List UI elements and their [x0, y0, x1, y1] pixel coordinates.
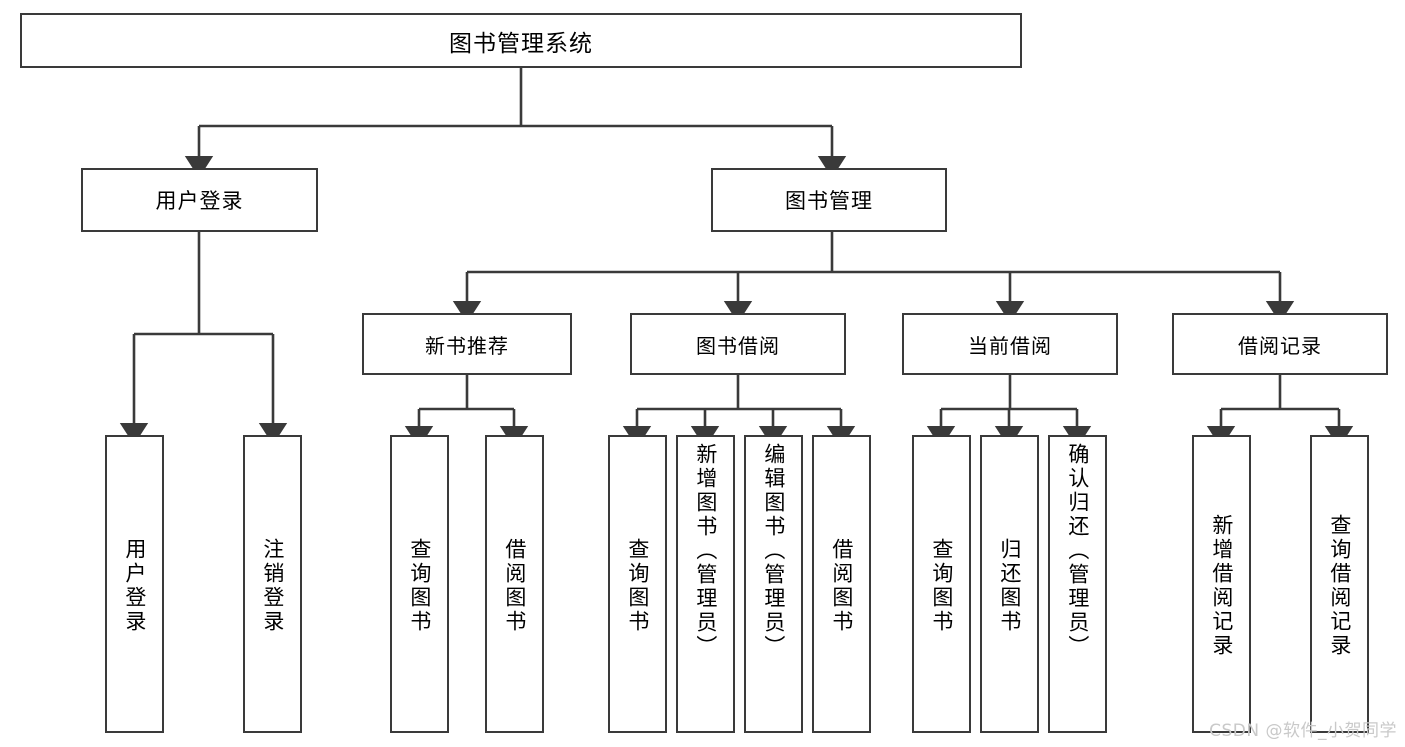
node-new-book-recommend[interactable]: 新书推荐	[362, 313, 572, 375]
node-borrow-record-label: 借阅记录	[1238, 333, 1322, 358]
leaf-user-login-logout[interactable]: 注销登录	[243, 435, 302, 733]
node-book-manage-label: 图书管理	[785, 189, 873, 213]
node-borrow-record[interactable]: 借阅记录	[1172, 313, 1388, 375]
leaf-label: 查询图书	[929, 538, 954, 634]
leaf-label: 确认归还（管理员）	[1065, 443, 1090, 659]
leaf-label: 查询借阅记录	[1327, 514, 1352, 658]
leaf-label: 新增图书（管理员）	[693, 443, 718, 659]
node-root-label: 图书管理系统	[449, 30, 593, 57]
node-current-borrow-label: 当前借阅	[968, 333, 1052, 358]
node-book-borrow[interactable]: 图书借阅	[630, 313, 846, 375]
leaf-label: 查询图书	[407, 538, 432, 634]
node-book-manage[interactable]: 图书管理	[711, 168, 947, 232]
leaf-current-query-book[interactable]: 查询图书	[912, 435, 971, 733]
node-book-borrow-label: 图书借阅	[696, 333, 780, 358]
leaf-current-confirm-return-admin[interactable]: 确认归还（管理员）	[1048, 435, 1107, 733]
leaf-user-login-login[interactable]: 用户登录	[105, 435, 164, 733]
node-user-login[interactable]: 用户登录	[81, 168, 318, 232]
leaf-label: 查询图书	[625, 538, 650, 634]
leaf-label: 归还图书	[997, 538, 1022, 634]
leaf-borrow-query-book[interactable]: 查询图书	[608, 435, 667, 733]
leaf-label: 用户登录	[122, 538, 147, 634]
leaf-current-return-book[interactable]: 归还图书	[980, 435, 1039, 733]
leaf-label: 编辑图书（管理员）	[761, 443, 786, 659]
leaf-label: 借阅图书	[502, 538, 527, 634]
leaf-label: 借阅图书	[829, 538, 854, 634]
leaf-label: 注销登录	[260, 538, 285, 634]
leaf-borrow-add-book-admin[interactable]: 新增图书（管理员）	[676, 435, 735, 733]
leaf-label: 新增借阅记录	[1209, 514, 1234, 658]
leaf-borrow-borrow-book[interactable]: 借阅图书	[812, 435, 871, 733]
leaf-record-query-record[interactable]: 查询借阅记录	[1310, 435, 1369, 733]
node-current-borrow[interactable]: 当前借阅	[902, 313, 1118, 375]
leaf-record-add-record[interactable]: 新增借阅记录	[1192, 435, 1251, 733]
leaf-borrow-edit-book-admin[interactable]: 编辑图书（管理员）	[744, 435, 803, 733]
node-user-login-label: 用户登录	[155, 189, 244, 213]
node-new-book-recommend-label: 新书推荐	[425, 333, 509, 358]
node-root[interactable]: 图书管理系统	[20, 13, 1022, 68]
leaf-newbook-query-book[interactable]: 查询图书	[390, 435, 449, 733]
leaf-newbook-borrow-book[interactable]: 借阅图书	[485, 435, 544, 733]
